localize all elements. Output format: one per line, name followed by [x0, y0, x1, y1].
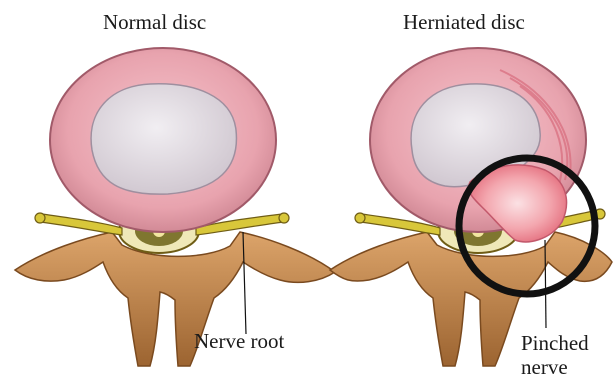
herniated-vertebra	[330, 48, 612, 366]
normal-disc-title: Normal disc	[103, 10, 206, 35]
nerve-root-label: Nerve root	[194, 329, 284, 354]
pinched-label-line2: nerve	[521, 355, 589, 379]
normal-vertebra	[15, 48, 335, 366]
normal-nerve-root-left-tip	[35, 213, 45, 223]
normal-nerve-root-right-tip	[279, 213, 289, 223]
pinched-nerve-label: Pinched nerve	[521, 331, 589, 379]
herniated-disc-title: Herniated disc	[403, 10, 525, 35]
pinched-label-line1: Pinched	[521, 331, 589, 355]
herniated-nerve-root-left-tip	[355, 213, 365, 223]
normal-disc-nucleus	[91, 84, 236, 194]
